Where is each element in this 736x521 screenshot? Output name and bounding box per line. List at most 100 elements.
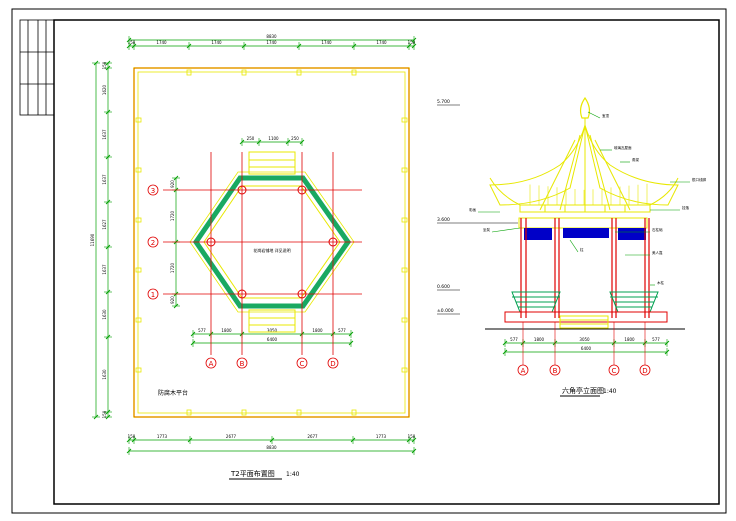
elev-bottom-dim: 1800: [534, 337, 545, 342]
plan-left-dim: 1637: [102, 129, 107, 140]
plan-left-dim: 1620: [102, 84, 107, 95]
elev-bottom-total: 6400: [581, 346, 592, 351]
plan-title: T2平面布置图: [230, 469, 275, 478]
hex-bottom-dim: 1800: [312, 328, 323, 333]
column: [237, 185, 247, 195]
binding-strip: [19, 19, 55, 116]
roof: [489, 96, 679, 213]
col-axis-label: C: [300, 360, 305, 368]
hex-bottom-dim: 577: [338, 328, 346, 333]
row-axis-label: 1: [151, 291, 155, 299]
roof-ribs: [529, 183, 648, 205]
hex-bottom-dim: 3050: [267, 328, 278, 333]
column: [237, 289, 247, 299]
row-axis-bubble: [147, 184, 159, 196]
plan-left-dim: 1637: [102, 264, 107, 275]
hex-pavilion: 花岗岩铺地 详见说明: [163, 151, 362, 355]
step-bottom: [248, 309, 296, 333]
plan-bottom-dim: 1773: [157, 434, 168, 439]
plan-left-dim: 150: [102, 410, 107, 418]
plan-top-dim: 1740: [321, 40, 332, 45]
leader-note: 木柱: [657, 280, 665, 285]
elev-bottom-dim: 577: [652, 337, 660, 342]
elev-axis-label: D: [642, 367, 647, 375]
leader-note: 宝顶: [602, 113, 610, 118]
elev-axis-label: B: [553, 367, 558, 375]
base: [504, 311, 668, 323]
row-axis-label: 2: [151, 239, 155, 247]
col-axis-bubble: [327, 357, 339, 369]
column: [206, 237, 216, 247]
level-label: 5.700: [437, 99, 450, 105]
plan-bottom-dim: 2677: [226, 434, 237, 439]
col-axis-bubble: [205, 357, 217, 369]
column: [328, 237, 338, 247]
plan-left-dim: 150: [102, 61, 107, 69]
plan-bottom-total: 8830: [266, 445, 277, 450]
col-axis-label: B: [240, 360, 245, 368]
hex-top-dim: 250: [247, 136, 255, 141]
plan-left-dim: 1630: [102, 369, 107, 380]
center-note: 花岗岩铺地 详见说明: [253, 247, 290, 253]
hex-side-dim: 1720: [170, 262, 175, 273]
col-axis-bubble: [236, 357, 248, 369]
elevation-dimensions: 577 1800 3050 1800 577 6400: [502, 337, 670, 356]
col-axis-label: A: [209, 360, 214, 368]
elev-bottom-dim: 577: [510, 337, 518, 342]
wall-markers: [135, 69, 408, 416]
elevation-scale: 1:40: [603, 388, 617, 395]
plan-dimensions: 150 1740 1740 1740 1740 1740 150 8830 150 1773 267…: [90, 34, 417, 455]
plan-top-dim: 1740: [156, 40, 167, 45]
outer-border: [11, 8, 727, 514]
hex-top-dim: 1100: [268, 136, 279, 141]
plan-left-dim: 1637: [102, 174, 107, 185]
plan-view: 150 1740 1740 1740 1740 1740 150 8830 150 1773 267…: [90, 34, 417, 480]
hex-side-dim: 1720: [170, 210, 175, 221]
plan-left-dim: 1630: [102, 309, 107, 320]
elev-bottom-dim: 1800: [624, 337, 635, 342]
plan-top-dim: 1740: [211, 40, 222, 45]
col-axis-bubble: [296, 357, 308, 369]
elevation-view: 5.700 3.600 0.600 ±0.000 宝顶琉璃瓦屋面角梁檐口线脚挂落…: [437, 96, 706, 397]
leader-note: 彩画: [469, 207, 477, 212]
col-axis-label: D: [330, 360, 335, 368]
leader-note: 坐凳: [483, 227, 491, 232]
hex-side-dim: 920: [170, 180, 175, 188]
plan-bottom-dim: 150: [128, 434, 136, 439]
hanging-lattice: [524, 228, 646, 240]
row-axis-label: 3: [151, 187, 155, 195]
plan-bottom-dim: 2677: [307, 434, 318, 439]
plan-left-total: 11690: [90, 233, 95, 246]
plan-left-dim: 1627: [102, 219, 107, 230]
leader-note: 挂落: [682, 205, 690, 210]
plan-top-dim: 150: [408, 40, 416, 45]
fascia: [518, 217, 648, 229]
hex-top-dim: 250: [291, 136, 299, 141]
elev-bottom-dim: 3050: [579, 337, 590, 342]
hex-bottom-dim: 1800: [221, 328, 232, 333]
elev-axis-label: C: [612, 367, 617, 375]
column: [297, 185, 307, 195]
row-axis-bubble: [147, 288, 159, 300]
row-axis-bubble: [147, 236, 159, 248]
plan-bottom-dim: 150: [408, 434, 416, 439]
leader-note: 美人靠: [652, 250, 663, 255]
leader-note: 柱: [580, 247, 584, 252]
hex-bottom-dim: 577: [198, 328, 206, 333]
step-top: [248, 151, 296, 175]
leader-note: 檐口线脚: [692, 177, 706, 182]
corner-note: 防腐木平台: [158, 389, 188, 397]
elev-axis-label: A: [521, 367, 526, 375]
hex-side-dim: 920: [170, 296, 175, 304]
plan-scale: 1:40: [286, 471, 300, 478]
column: [297, 289, 307, 299]
bench: [511, 291, 659, 313]
plan-top-dim: 1740: [376, 40, 387, 45]
plan-top-dim: 150: [128, 40, 136, 45]
leader-note: 角梁: [632, 157, 640, 162]
elevation-title: 六角亭立面图: [562, 386, 604, 395]
plan-top-dim: 1740: [266, 40, 277, 45]
level-label: 3.600: [437, 217, 450, 223]
